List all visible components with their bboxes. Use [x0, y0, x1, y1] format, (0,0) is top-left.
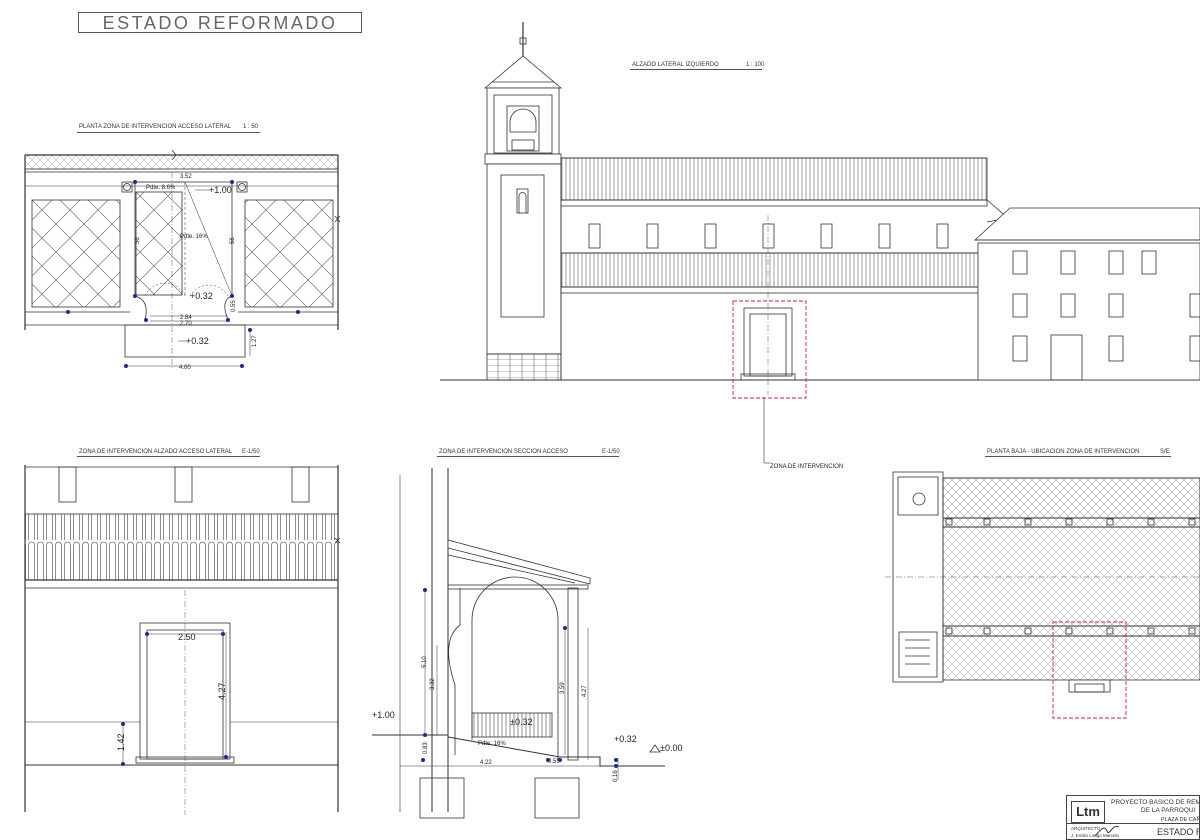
section-dimension-points	[421, 588, 618, 768]
side-elevation-title-underline	[77, 456, 260, 457]
sheet-title: ESTADO REFORMADO	[102, 13, 338, 33]
sheet-name: ESTADO REF	[1157, 827, 1199, 837]
project-line-2: DE LA PARROQUI	[1141, 807, 1196, 814]
plan-right-hatch	[244, 199, 334, 308]
svg-text:1.42: 1.42	[116, 733, 126, 751]
left-elevation-scale: 1 : 100	[746, 62, 765, 68]
svg-text:±0.00: ±0.00	[660, 743, 682, 753]
side-elevation-view	[24, 465, 341, 815]
section-title: ZONA DE INTERVENCION SECCION ACCESO	[439, 449, 568, 455]
svg-text:0.83: 0.83	[423, 742, 429, 754]
intervention-zone-marker	[732, 300, 807, 399]
ground-floor-view	[885, 471, 1200, 693]
plan-left-hatch	[31, 199, 121, 308]
svg-text:Pdte. 16%: Pdte. 16%	[180, 234, 208, 240]
ground-floor-title-underline	[985, 456, 1171, 457]
title-block: Ltm PROYECTO BASICO DE REMO DE LA PARROQ…	[1066, 795, 1200, 840]
svg-text:2.84: 2.84	[180, 315, 192, 321]
plan-access-title-underline	[77, 132, 260, 133]
svg-text:Pdte. 16%: Pdte. 16%	[478, 741, 506, 747]
svg-text:5.10: 5.10	[422, 656, 428, 668]
project-line-1: PROYECTO BASICO DE REMO	[1111, 799, 1200, 806]
svg-text:4.27: 4.27	[217, 682, 227, 700]
left-elevation-title: ALZADO LATERAL IZQUIERDO	[632, 62, 719, 68]
svg-text:1.27: 1.27	[252, 335, 258, 347]
svg-text:4.27: 4.27	[582, 685, 588, 697]
section-title-underline	[437, 456, 619, 457]
svg-text:+0.32: +0.32	[186, 336, 209, 346]
plan-access-scale: 1 : 50	[243, 124, 259, 130]
svg-text:2.50: 2.50	[178, 632, 196, 642]
svg-text:+0.32: +0.32	[190, 291, 213, 301]
svg-text:+0.32: +0.32	[614, 734, 637, 744]
svg-text:2.70: 2.70	[180, 321, 192, 327]
ground-floor-title: PLANTA BAJA - UBICACION ZONA DE INTERVEN…	[987, 449, 1140, 455]
side-dimension-labels: 2.50 4.27 1.42	[116, 632, 227, 751]
elevation-windows	[588, 223, 949, 249]
svg-text:+1.00: +1.00	[372, 710, 395, 720]
svg-text:Pdte. 8.6%: Pdte. 8.6%	[146, 185, 176, 191]
plan-dimension-labels: 3.52 Pdte. 8.6% +1.00 Pdte. 16% 56 56 +0…	[135, 174, 258, 371]
title-block-divider	[1067, 823, 1199, 824]
ground-floor-zone-marker	[1052, 621, 1127, 719]
svg-text:0.16: 0.16	[613, 770, 619, 782]
house-windows	[1012, 250, 1200, 362]
plan-top-wall	[24, 154, 339, 170]
intervention-zone-label: ZONA DE INTERVENCION	[770, 464, 843, 470]
architect-label: ARQUITECTO	[1071, 826, 1101, 831]
plan-center-hatch	[135, 191, 183, 296]
plan-dimension-points	[66, 180, 300, 368]
side-elevation-scale: E-1/50	[242, 449, 260, 455]
svg-text:0.55: 0.55	[548, 759, 560, 765]
plan-access-view	[24, 149, 341, 370]
architect-signature	[1094, 825, 1120, 837]
side-elevation-title: ZONA DE INTERVENCION ALZADO ACCESO LATER…	[79, 449, 233, 455]
svg-text:0.55: 0.55	[231, 300, 237, 312]
svg-text:3.52: 3.52	[180, 174, 192, 180]
section-view	[372, 468, 665, 819]
sheet-title-frame: ESTADO REFORMADO	[78, 12, 362, 33]
left-elevation-view	[440, 22, 1200, 464]
left-elevation-title-underline	[630, 69, 762, 70]
plan-access-title: PLANTA ZONA DE INTERVENCION ACCESO LATER…	[79, 124, 232, 130]
ground-floor-scale: S/E	[1160, 449, 1170, 455]
project-line-3: PLAZA DE CAÑ	[1161, 817, 1200, 823]
svg-text:4.00: 4.00	[179, 365, 191, 371]
svg-text:4.22: 4.22	[480, 760, 492, 766]
svg-text:±0.32: ±0.32	[510, 717, 532, 727]
svg-text:+1.00: +1.00	[209, 185, 232, 195]
svg-text:3.32: 3.32	[430, 678, 436, 690]
svg-text:56: 56	[135, 237, 141, 244]
svg-text:56: 56	[230, 237, 236, 244]
side-dimension-points	[121, 632, 228, 766]
section-dimension-labels: 5.10 3.32 3.59 4.27 ±0.32 +1.00 0.83 Pdt…	[372, 656, 682, 782]
ground-floor-columns	[945, 518, 1196, 635]
svg-text:3.59: 3.59	[560, 682, 566, 694]
section-scale: E-1/50	[602, 449, 620, 455]
firm-logo: Ltm	[1071, 801, 1105, 823]
